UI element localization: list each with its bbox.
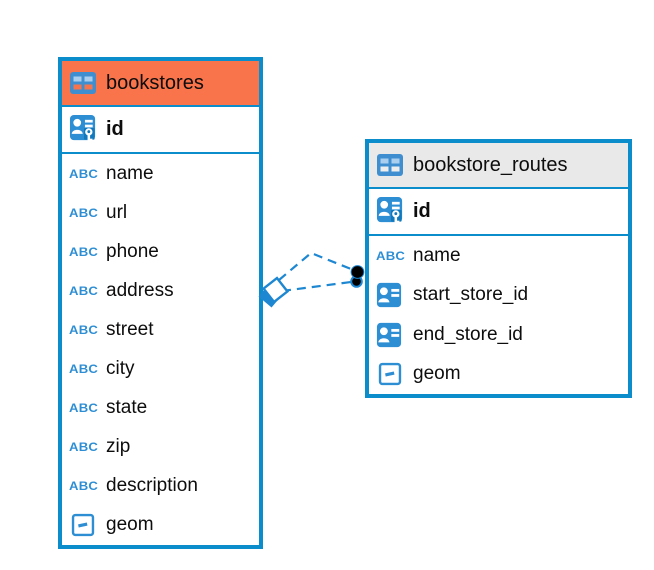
bookstore-routes-header[interactable]: bookstore_routes bbox=[369, 143, 628, 187]
column-name: description bbox=[106, 475, 198, 497]
column-name: end_store_id bbox=[413, 323, 523, 345]
table-icon bbox=[69, 71, 98, 95]
column-name: url bbox=[106, 201, 128, 223]
table-name: bookstore_routes bbox=[413, 153, 568, 176]
column-name: geom bbox=[106, 514, 154, 536]
column-name: name bbox=[413, 244, 461, 266]
header-divider bbox=[62, 105, 259, 107]
column-name: state bbox=[106, 397, 148, 419]
header-divider bbox=[369, 187, 628, 189]
column-row-url[interactable]: ABC url bbox=[62, 193, 259, 232]
column-name: start_store_id bbox=[413, 284, 529, 306]
text-abc-icon: ABC bbox=[69, 166, 99, 181]
column-row-geom[interactable]: geom bbox=[369, 355, 628, 395]
primary-key-icon bbox=[376, 196, 405, 227]
column-row-id[interactable]: id bbox=[62, 107, 259, 152]
column-row-street[interactable]: ABC street bbox=[62, 310, 259, 349]
geometry-icon bbox=[376, 362, 405, 386]
column-row-city[interactable]: ABC city bbox=[62, 349, 259, 388]
column-name: id bbox=[106, 118, 124, 140]
column-row-start-store-id[interactable]: start_store_id bbox=[369, 276, 628, 316]
relationship-line-upper[interactable] bbox=[278, 251, 357, 281]
table-icon bbox=[376, 153, 405, 177]
primary-key-icon bbox=[69, 114, 98, 145]
column-row-address[interactable]: ABC address bbox=[62, 271, 259, 310]
one-end-dot-marker[interactable] bbox=[350, 265, 365, 288]
pk-divider bbox=[62, 152, 259, 154]
entity-bookstores[interactable]: bookstores id ABC name ABC url ABC phone… bbox=[58, 57, 263, 549]
column-row-geom[interactable]: geom bbox=[62, 506, 259, 545]
column-name: street bbox=[106, 318, 154, 340]
pk-divider bbox=[369, 234, 628, 236]
column-row-id[interactable]: id bbox=[369, 189, 628, 234]
table-name: bookstores bbox=[106, 71, 204, 94]
column-name: address bbox=[106, 279, 174, 301]
text-abc-icon: ABC bbox=[69, 479, 99, 493]
reference-icon bbox=[376, 322, 405, 348]
text-abc-icon: ABC bbox=[69, 440, 99, 454]
column-row-name[interactable]: ABC name bbox=[369, 236, 628, 276]
text-abc-icon: ABC bbox=[69, 323, 99, 337]
column-row-end-store-id[interactable]: end_store_id bbox=[369, 315, 628, 355]
column-row-description[interactable]: ABC description bbox=[62, 467, 259, 506]
column-name: zip bbox=[106, 436, 131, 458]
column-name: phone bbox=[106, 240, 159, 262]
column-name: name bbox=[106, 162, 154, 184]
column-name: id bbox=[413, 200, 431, 222]
text-abc-icon: ABC bbox=[69, 245, 99, 259]
geometry-icon bbox=[69, 513, 98, 537]
relationship-line-lower[interactable] bbox=[281, 280, 352, 293]
column-row-name[interactable]: ABC name bbox=[62, 154, 259, 193]
column-row-phone[interactable]: ABC phone bbox=[62, 232, 259, 271]
reference-icon bbox=[376, 282, 405, 308]
column-name: city bbox=[106, 358, 135, 380]
text-abc-icon: ABC bbox=[69, 284, 99, 298]
text-abc-icon: ABC bbox=[376, 249, 406, 263]
column-name: geom bbox=[413, 363, 461, 385]
column-row-zip[interactable]: ABC zip bbox=[62, 428, 259, 467]
text-abc-icon: ABC bbox=[69, 205, 99, 220]
text-abc-icon: ABC bbox=[69, 362, 99, 376]
text-abc-icon: ABC bbox=[69, 401, 99, 415]
column-row-state[interactable]: ABC state bbox=[62, 389, 259, 428]
entity-bookstore-routes[interactable]: bookstore_routes id ABC name start_store… bbox=[365, 139, 632, 398]
bookstores-header[interactable]: bookstores bbox=[62, 61, 259, 105]
